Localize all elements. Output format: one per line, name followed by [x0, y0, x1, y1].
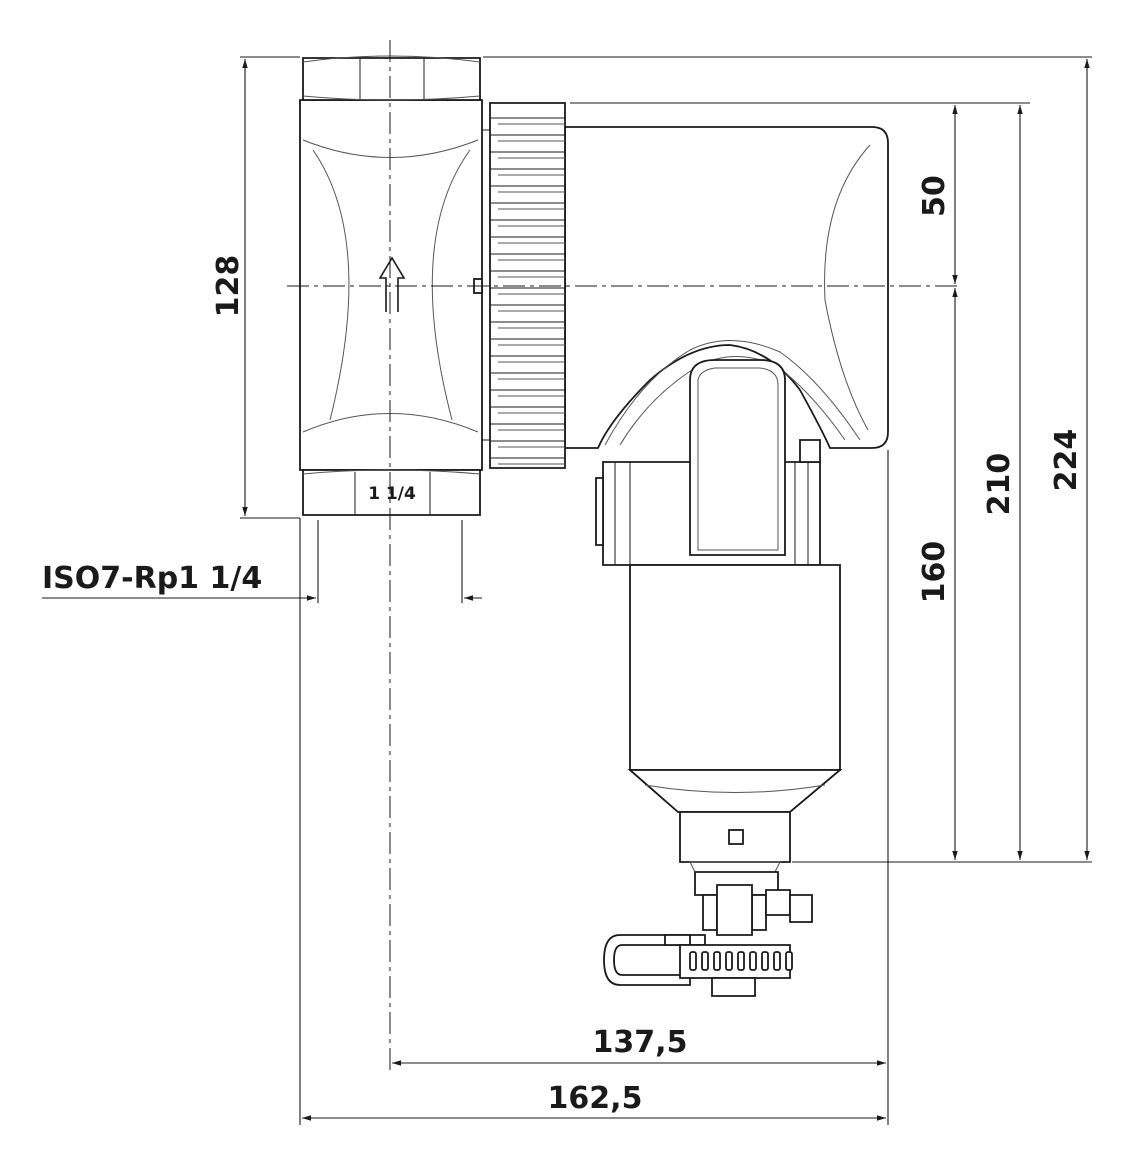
- dim-label-137-5: 137,5: [593, 1025, 688, 1060]
- dim-label-162-5: 162,5: [548, 1081, 643, 1116]
- drain-valve: [603, 871, 813, 997]
- dim-label-128: 128: [211, 255, 246, 318]
- dimension-224: 224: [1049, 59, 1090, 860]
- dimension-162-5: 162,5: [302, 1081, 886, 1121]
- valve-knob-rib: [785, 951, 793, 971]
- dim-label-224: 224: [1049, 429, 1084, 492]
- dimension-210: 210: [982, 105, 1023, 860]
- dimension-50: 50: [917, 105, 958, 284]
- valve-knob-rib: [737, 951, 745, 971]
- flow-arrow-icon: [378, 256, 406, 312]
- valve-knob-rib: [749, 951, 757, 971]
- valve-knob-rib: [689, 951, 697, 971]
- dim-label-210: 210: [982, 453, 1017, 516]
- bottom-nut: 1 1/4: [302, 469, 481, 516]
- nut-marking: 1 1/4: [368, 484, 416, 504]
- valve-knob-rib: [761, 951, 769, 971]
- dimension-128: 128: [211, 59, 248, 516]
- top-nut: [302, 55, 481, 101]
- valve-knob-rib: [713, 951, 721, 971]
- valve-knob-rib: [725, 951, 733, 971]
- valve-knob-rib: [701, 951, 709, 971]
- dimension-137-5: 137,5: [392, 1025, 886, 1066]
- extension-lines: [240, 56, 1092, 1125]
- valve-knob-rib: [773, 951, 781, 971]
- dimension-160: 160: [917, 288, 958, 860]
- dim-label-50: 50: [917, 175, 952, 217]
- filter-head: [564, 126, 889, 449]
- thread-label: ISO7-Rp1 1/4: [42, 561, 262, 596]
- inlet-pipe-body: [299, 99, 483, 471]
- dim-label-160: 160: [917, 541, 952, 604]
- magnet-insert: [689, 359, 786, 556]
- dimension-thread: ISO7-Rp1 1/4: [42, 561, 482, 601]
- filter-bowl: [627, 564, 843, 873]
- ribbed-ring: [482, 102, 566, 469]
